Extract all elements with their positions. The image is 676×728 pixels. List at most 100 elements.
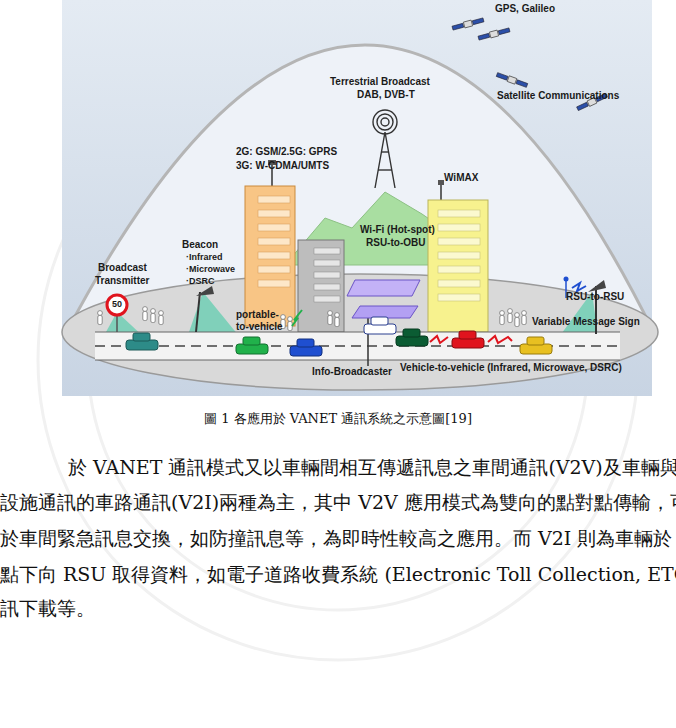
body-text-line: 於車間緊急訊息交換，如防撞訊息等，為即時性較高之應用。而 V2I 則為車輛於 — [0, 527, 672, 550]
person — [151, 309, 156, 323]
cellular-building — [245, 160, 295, 326]
car — [520, 337, 552, 354]
road-edge — [95, 332, 620, 333]
car-cabin — [371, 317, 388, 325]
body-text-line: 訊下載等。 — [0, 597, 95, 620]
car — [364, 317, 396, 334]
satellite-icon — [478, 27, 510, 41]
car-cabin — [459, 331, 476, 339]
window — [258, 252, 290, 259]
building — [245, 186, 295, 326]
tower-strut — [378, 169, 392, 170]
satellite-icon — [452, 17, 484, 31]
road-edge — [95, 360, 620, 361]
car — [126, 333, 158, 350]
figure-label: ·Infrared — [186, 252, 223, 263]
road-surface — [95, 332, 620, 360]
body-text-line: 於 VANET 通訊模式又以車輛間相互傳遞訊息之車間通訊(V2V)及車輛與路邊基 — [68, 456, 676, 479]
sign-number: 50 — [106, 299, 128, 310]
figure-label: portable- — [236, 309, 279, 321]
figure-label: RSU-to-OBU — [366, 237, 425, 249]
figure-label: DAB, DVB-T — [357, 89, 415, 101]
figure-label: Satellite Communications — [497, 90, 619, 102]
figure-label: ·DSRC — [186, 276, 215, 287]
sign-pole — [116, 315, 118, 332]
window — [258, 210, 290, 217]
figure-label: WiMAX — [444, 172, 478, 184]
car — [452, 331, 484, 348]
car-cabin — [403, 329, 420, 337]
ground — [62, 274, 658, 390]
window — [258, 224, 290, 231]
car-cabin — [243, 337, 260, 345]
figure-label: Variable Message Sign — [532, 316, 640, 328]
person — [335, 313, 340, 327]
car — [236, 337, 268, 354]
body-text-line: 點下向 RSU 取得資料，如電子道路收費系統 (Electronic Toll … — [0, 563, 676, 586]
tower-wave — [377, 114, 393, 130]
person — [522, 311, 527, 325]
sign-face — [107, 295, 127, 315]
building — [428, 200, 488, 332]
person — [500, 311, 505, 325]
wifi-hotspot — [347, 280, 420, 366]
v2v-bolt — [488, 336, 512, 343]
wimax-building — [428, 180, 488, 332]
window — [314, 248, 340, 254]
window — [438, 252, 480, 259]
gray-building — [298, 240, 344, 332]
window — [438, 238, 480, 245]
window — [438, 294, 480, 301]
figure-label: Terrestrial Broadcast — [330, 76, 430, 88]
car — [396, 329, 428, 346]
building — [298, 240, 344, 332]
pedestrians — [98, 307, 527, 331]
figure-label: Broadcast — [98, 262, 147, 274]
figure-label: Info-Broadcaster — [312, 366, 392, 378]
window — [258, 280, 290, 287]
rsu-head — [564, 277, 569, 282]
car — [290, 339, 322, 356]
road — [95, 332, 620, 360]
tower-wave — [373, 110, 397, 134]
hotspot-plane — [347, 280, 420, 296]
windows — [258, 196, 290, 287]
v2v-bolt — [430, 336, 448, 343]
hotspot-plane — [352, 306, 418, 318]
person — [143, 307, 148, 321]
car-cabin — [297, 339, 314, 347]
car-cabin — [133, 333, 150, 341]
figure-label: Transmitter — [95, 275, 149, 287]
tower-strut — [381, 151, 389, 152]
figure-label: ·Microwave — [186, 264, 235, 275]
person — [288, 317, 293, 331]
pole — [196, 292, 200, 332]
body-text-line: 設施通訊的車路通訊(V2I)兩種為主，其中 V2V 應用模式為雙向的點對點傳輸，… — [0, 491, 676, 514]
window — [258, 196, 290, 203]
portable-link-bolt — [292, 310, 302, 326]
figure-caption: 圖 1 各應用於 VANET 通訊系統之示意圖[19] — [0, 410, 676, 428]
window — [314, 296, 340, 302]
window — [314, 272, 340, 278]
figure-label: Wi-Fi (Hot-spot) — [360, 224, 435, 236]
person — [328, 311, 333, 325]
window — [438, 210, 480, 217]
window — [438, 266, 480, 273]
car-cabin — [527, 337, 544, 345]
person — [515, 313, 520, 327]
window — [258, 238, 290, 245]
person — [98, 311, 103, 325]
window — [314, 260, 340, 266]
beacon-head — [196, 286, 214, 296]
tower-legs — [375, 132, 395, 188]
person — [159, 311, 164, 325]
windows — [314, 248, 340, 302]
speed-sign — [107, 295, 127, 332]
figure-label: GPS, Galileo — [495, 3, 555, 15]
broadcast-tower — [373, 110, 397, 188]
antenna-head — [438, 180, 444, 185]
satellite-icon — [496, 72, 528, 89]
window — [258, 266, 290, 273]
figure-label: Beacon — [182, 239, 218, 251]
